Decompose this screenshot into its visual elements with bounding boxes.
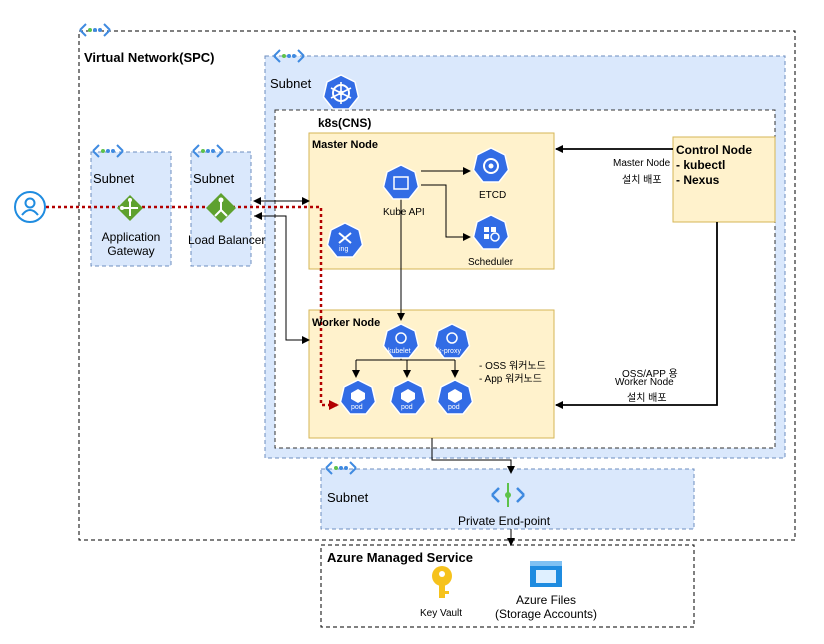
- kube-api-icon: [382, 164, 420, 200]
- scheduler-label: Scheduler: [468, 257, 514, 268]
- azure-managed-title: Azure Managed Service: [327, 550, 473, 565]
- app-gateway-line1: Application: [101, 230, 161, 244]
- load-balancer-label: Load Balancer: [188, 233, 266, 247]
- subnet-label: Subnet: [327, 490, 369, 505]
- app-gateway-line2: Gateway: [107, 244, 155, 258]
- pod-icon: [436, 379, 474, 415]
- kube-api-label: Kube API: [383, 207, 425, 218]
- control-item-kubectl: - kubectl: [676, 158, 726, 172]
- k-proxy-icon: [433, 323, 471, 359]
- control-node-title: Control Node: [676, 143, 752, 157]
- ingress-label: ing: [339, 246, 349, 253]
- azure-files-line2: (Storage Accounts): [494, 607, 598, 621]
- worker-note-oss: - OSS 워커노드: [479, 361, 546, 372]
- load-balancer-icon: [206, 193, 236, 223]
- master-node-title: Master Node: [312, 139, 379, 151]
- user-icon: [14, 191, 46, 223]
- worker-install-line3: 설치 배포: [627, 393, 667, 404]
- etcd-label: ETCD: [479, 190, 507, 201]
- app-gateway-icon: [117, 195, 143, 221]
- kubelet-label: kubelet: [388, 348, 411, 355]
- control-node-box: [672, 136, 776, 223]
- subnet-label: Subnet: [193, 171, 235, 186]
- pod-label: pod: [448, 404, 460, 411]
- pod-icon: [339, 379, 377, 415]
- azure-files-icon: [530, 561, 562, 587]
- control-item-nexus: - Nexus: [676, 173, 720, 187]
- pod-label: pod: [401, 404, 413, 411]
- private-endpoint-icon: [491, 483, 525, 507]
- etcd-icon: [472, 147, 510, 183]
- ingress-icon: [326, 222, 364, 258]
- vnet-title: Virtual Network(SPC): [84, 50, 215, 65]
- k8s-title: k8s(CNS): [318, 116, 372, 130]
- kubelet-icon: [382, 323, 420, 359]
- subnet-label: Subnet: [93, 171, 135, 186]
- master-install-line2: 설치 배포: [622, 175, 662, 186]
- key-vault-icon: [432, 566, 452, 598]
- subnet-label: Subnet: [270, 76, 312, 91]
- kubernetes-icon: [322, 74, 360, 110]
- azure-files-line1: Azure Files: [515, 593, 577, 607]
- scheduler-icon: [472, 214, 510, 250]
- worker-node-box: [308, 309, 555, 439]
- key-vault-label: Key Vault: [420, 608, 463, 619]
- traffic-path: [46, 205, 339, 410]
- pod-label: pod: [351, 404, 363, 411]
- worker-note-app: - App 워커노드: [479, 374, 542, 385]
- worker-install-line2: Worker Node: [615, 377, 674, 388]
- worker-install-line1: OSS/APP 용: [622, 369, 678, 380]
- virtual-network-frame: [78, 30, 796, 541]
- azure-managed-frame: [320, 544, 695, 628]
- k-proxy-label: k-proxy: [438, 348, 461, 355]
- pod-icon: [389, 379, 427, 415]
- subnet-icon: [79, 23, 111, 37]
- master-install-line1: Master Node: [613, 158, 671, 169]
- private-endpoint-label: Private End-point: [458, 514, 551, 528]
- worker-node-title: Worker Node: [312, 317, 381, 329]
